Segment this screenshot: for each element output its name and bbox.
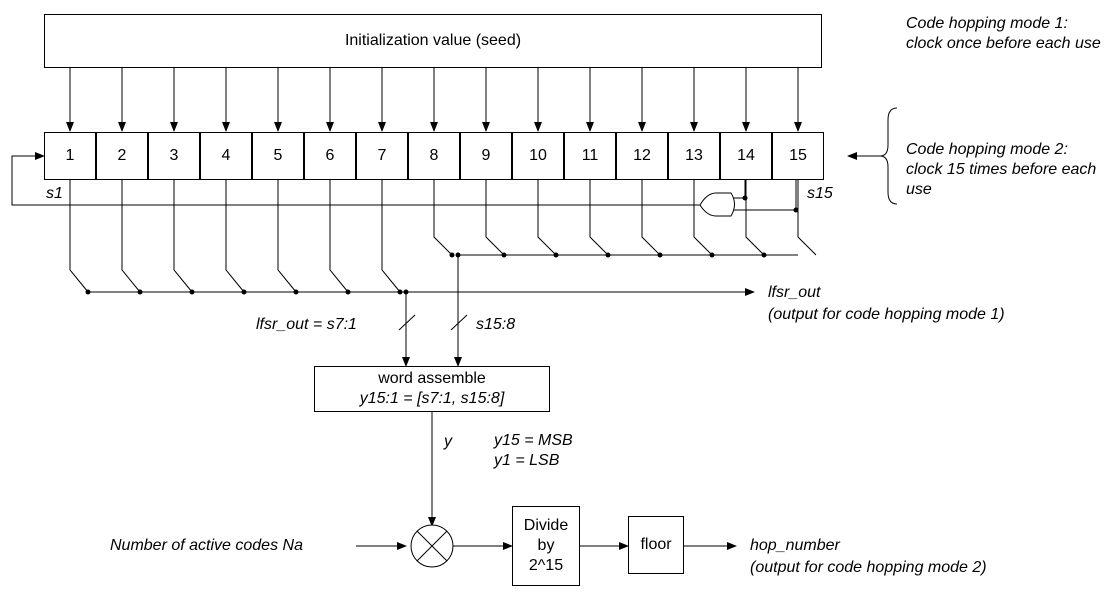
tap-line-9	[485, 180, 505, 256]
junction-dot-9	[501, 252, 507, 258]
junction-dot-5	[293, 289, 299, 295]
junction-dot-3	[189, 289, 195, 295]
tap-line-12	[641, 180, 661, 256]
tap-line-2	[121, 180, 141, 293]
tap-line-1	[69, 180, 89, 293]
divide-label: Divide by 2^15	[523, 517, 569, 574]
junction-dots	[85, 195, 799, 295]
junction-dot-7	[397, 289, 403, 295]
tap-line-5	[277, 180, 297, 293]
word-assemble-title: word assemble	[378, 370, 486, 387]
hop-number-description: (output for code hopping mode 2)	[750, 559, 987, 576]
junction-dot-6	[345, 289, 351, 295]
register-cell-1: 1	[44, 132, 96, 180]
word-assemble-box: word assemble y15:1 = [s7:1, s15:8]	[314, 366, 550, 412]
register-cell-13: 13	[668, 132, 720, 180]
word-assemble-formula: y15:1 = [s7:1, s15:8]	[359, 390, 505, 407]
seed-box: Initialization value (seed)	[44, 14, 822, 68]
divide-box: Divide by 2^15	[512, 506, 580, 586]
stage-label-s15: s15	[807, 185, 833, 202]
msb-label: y15 = MSB	[494, 432, 573, 449]
na-input-label: Number of active codes Na	[110, 537, 303, 554]
lfsr-out-label: lfsr_out	[768, 284, 821, 301]
tap-line-6	[329, 180, 349, 293]
register-cell-12: 12	[616, 132, 668, 180]
junction-dot-13	[709, 252, 715, 258]
junction-dot-low-bus	[403, 289, 409, 295]
junction-dot-8	[449, 252, 455, 258]
mode-brace	[879, 107, 898, 205]
junction-dot-10	[553, 252, 559, 258]
bus-low-label: lfsr_out = s7:1	[256, 316, 357, 333]
register-cell-5: 5	[252, 132, 304, 180]
junction-dot-2	[137, 289, 143, 295]
register-cell-4: 4	[200, 132, 252, 180]
junction-dot-12	[657, 252, 663, 258]
junction-dot-11	[605, 252, 611, 258]
hop-number-label: hop_number	[750, 537, 840, 554]
junction-dot-high-bus	[455, 252, 461, 258]
y-label: y	[444, 433, 452, 450]
tap-line-4	[225, 180, 245, 293]
lsb-label: y1 = LSB	[494, 452, 560, 469]
junction-dot-14	[761, 252, 767, 258]
register-cell-10: 10	[512, 132, 564, 180]
tap-line-10	[537, 180, 557, 256]
bus-high-label: s15:8	[476, 316, 516, 333]
tap-line-11	[589, 180, 609, 256]
register-cell-6: 6	[304, 132, 356, 180]
tap-line-14	[745, 180, 765, 256]
tap-line-15	[797, 180, 817, 256]
stage-label-s1: s1	[46, 185, 63, 202]
register-cell-11: 11	[564, 132, 616, 180]
junction-dot-xor-14	[742, 195, 748, 201]
seed-load-arrows	[66, 68, 802, 132]
tap-line-7	[381, 180, 401, 293]
register-cell-8: 8	[408, 132, 460, 180]
register-cell-2: 2	[96, 132, 148, 180]
junction-dot-4	[241, 289, 247, 295]
register-cell-15: 15	[772, 132, 824, 180]
register-cell-7: 7	[356, 132, 408, 180]
stage-tap-lines	[69, 180, 817, 293]
tap-line-8	[433, 180, 453, 256]
mode-1-text: Code hopping mode 1: clock once before e…	[906, 15, 1101, 52]
tap-line-3	[173, 180, 193, 293]
floor-label: floor	[640, 536, 672, 553]
junction-dot-xor-15	[793, 207, 799, 213]
register-cell-9: 9	[460, 132, 512, 180]
mode-2-text: Code hopping mode 2: clock 15 times befo…	[906, 141, 1097, 198]
junction-dot-1	[85, 289, 91, 295]
lfsr-out-description: (output for code hopping mode 1)	[768, 306, 1005, 323]
register-cell-14: 14	[720, 132, 772, 180]
floor-box: floor	[628, 516, 684, 574]
register-cell-3: 3	[148, 132, 200, 180]
tap-line-13	[693, 180, 713, 256]
xor-input-15	[730, 180, 797, 211]
seed-label: Initialization value (seed)	[344, 32, 522, 49]
feedback-line	[11, 152, 700, 206]
